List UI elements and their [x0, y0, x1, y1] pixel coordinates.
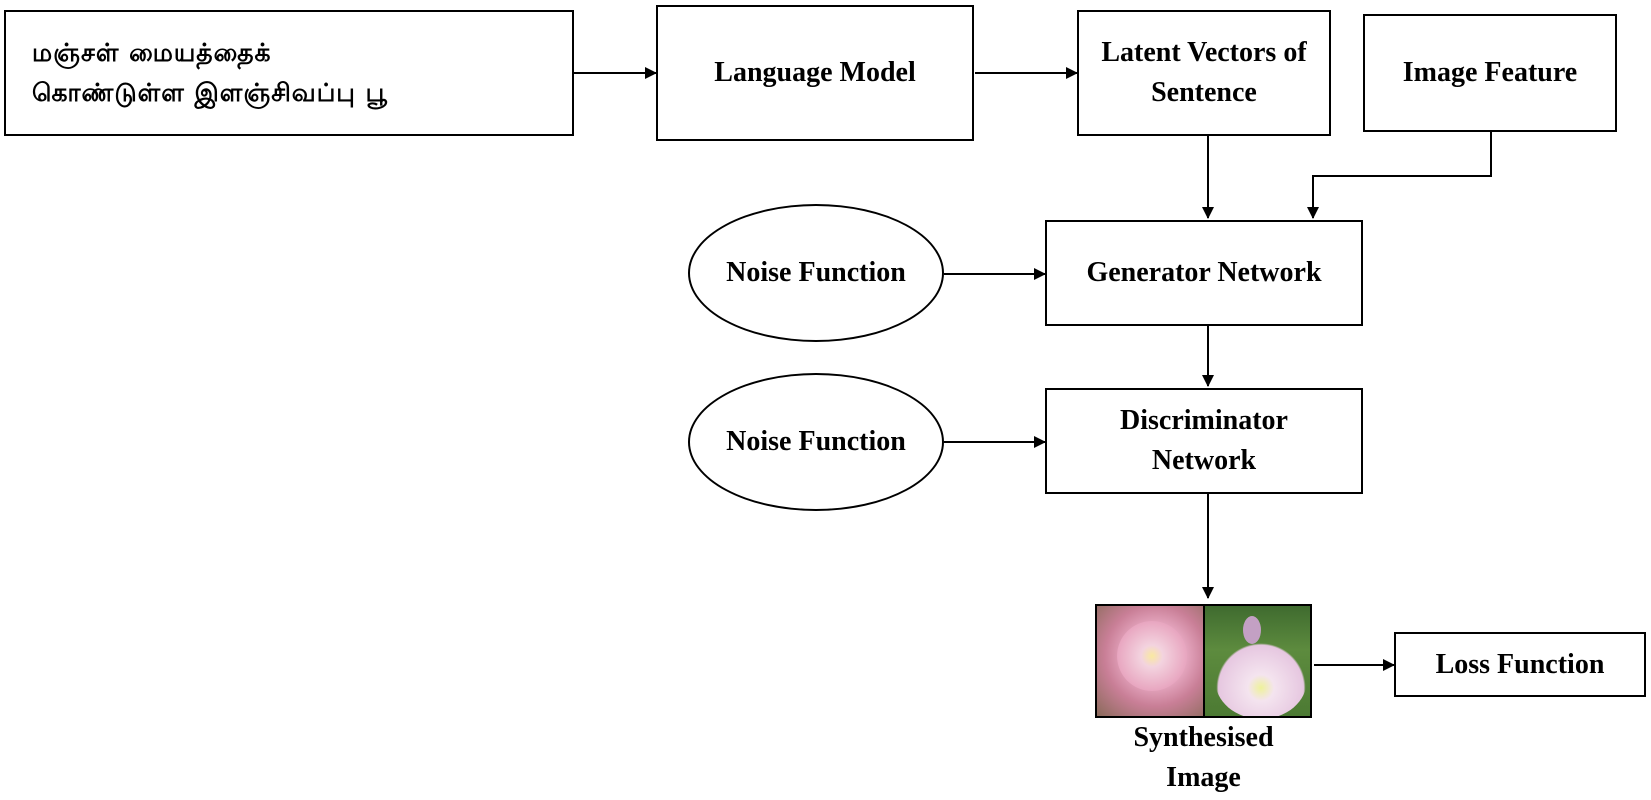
loss-function-box: Loss Function — [1394, 632, 1646, 697]
latent-vectors-line-1: Latent Vectors of — [1101, 37, 1307, 68]
latent-vectors-box: Latent Vectors of Sentence — [1077, 10, 1331, 136]
synthesised-flower-image-2 — [1204, 606, 1310, 716]
discriminator-network-box: Discriminator Network — [1045, 388, 1363, 494]
noise-function-ellipse-2: Noise Function — [688, 373, 944, 511]
noise-function-label-2: Noise Function — [726, 426, 906, 457]
image-feature-label: Image Feature — [1402, 57, 1578, 88]
loss-function-label: Loss Function — [1435, 648, 1605, 680]
language-model-box: Language Model — [656, 5, 974, 141]
synthesised-image-pair — [1095, 604, 1312, 718]
noise-function-label-1: Noise Function — [726, 257, 906, 288]
synthesised-caption-line-2: Image — [1166, 762, 1241, 793]
discriminator-line-2: Network — [1151, 445, 1257, 476]
input-sentence-box: மஞ்சள் மையத்தைக் கொண்டுள்ள இளஞ்சிவப்பு ப… — [4, 10, 574, 136]
latent-vectors-line-2: Sentence — [1151, 77, 1257, 108]
input-sentence-line-1: மஞ்சள் மையத்தைக் — [32, 38, 272, 67]
language-model-label: Language Model — [714, 57, 916, 88]
input-sentence-line-2: கொண்டுள்ள இளஞ்சிவப்பு பூ — [32, 78, 388, 107]
synthesised-image-caption: Synthesised Image — [1085, 718, 1322, 798]
generator-network-box: Generator Network — [1045, 220, 1363, 326]
image-feature-box: Image Feature — [1363, 14, 1617, 132]
synthesised-caption-line-1: Synthesised — [1133, 722, 1274, 753]
edge-image-feature-to-generator — [1307, 132, 1492, 219]
discriminator-line-1: Discriminator — [1120, 405, 1288, 436]
generator-network-label: Generator Network — [1086, 257, 1322, 288]
noise-function-ellipse-1: Noise Function — [688, 204, 944, 342]
synthesised-flower-image-1 — [1097, 606, 1203, 716]
